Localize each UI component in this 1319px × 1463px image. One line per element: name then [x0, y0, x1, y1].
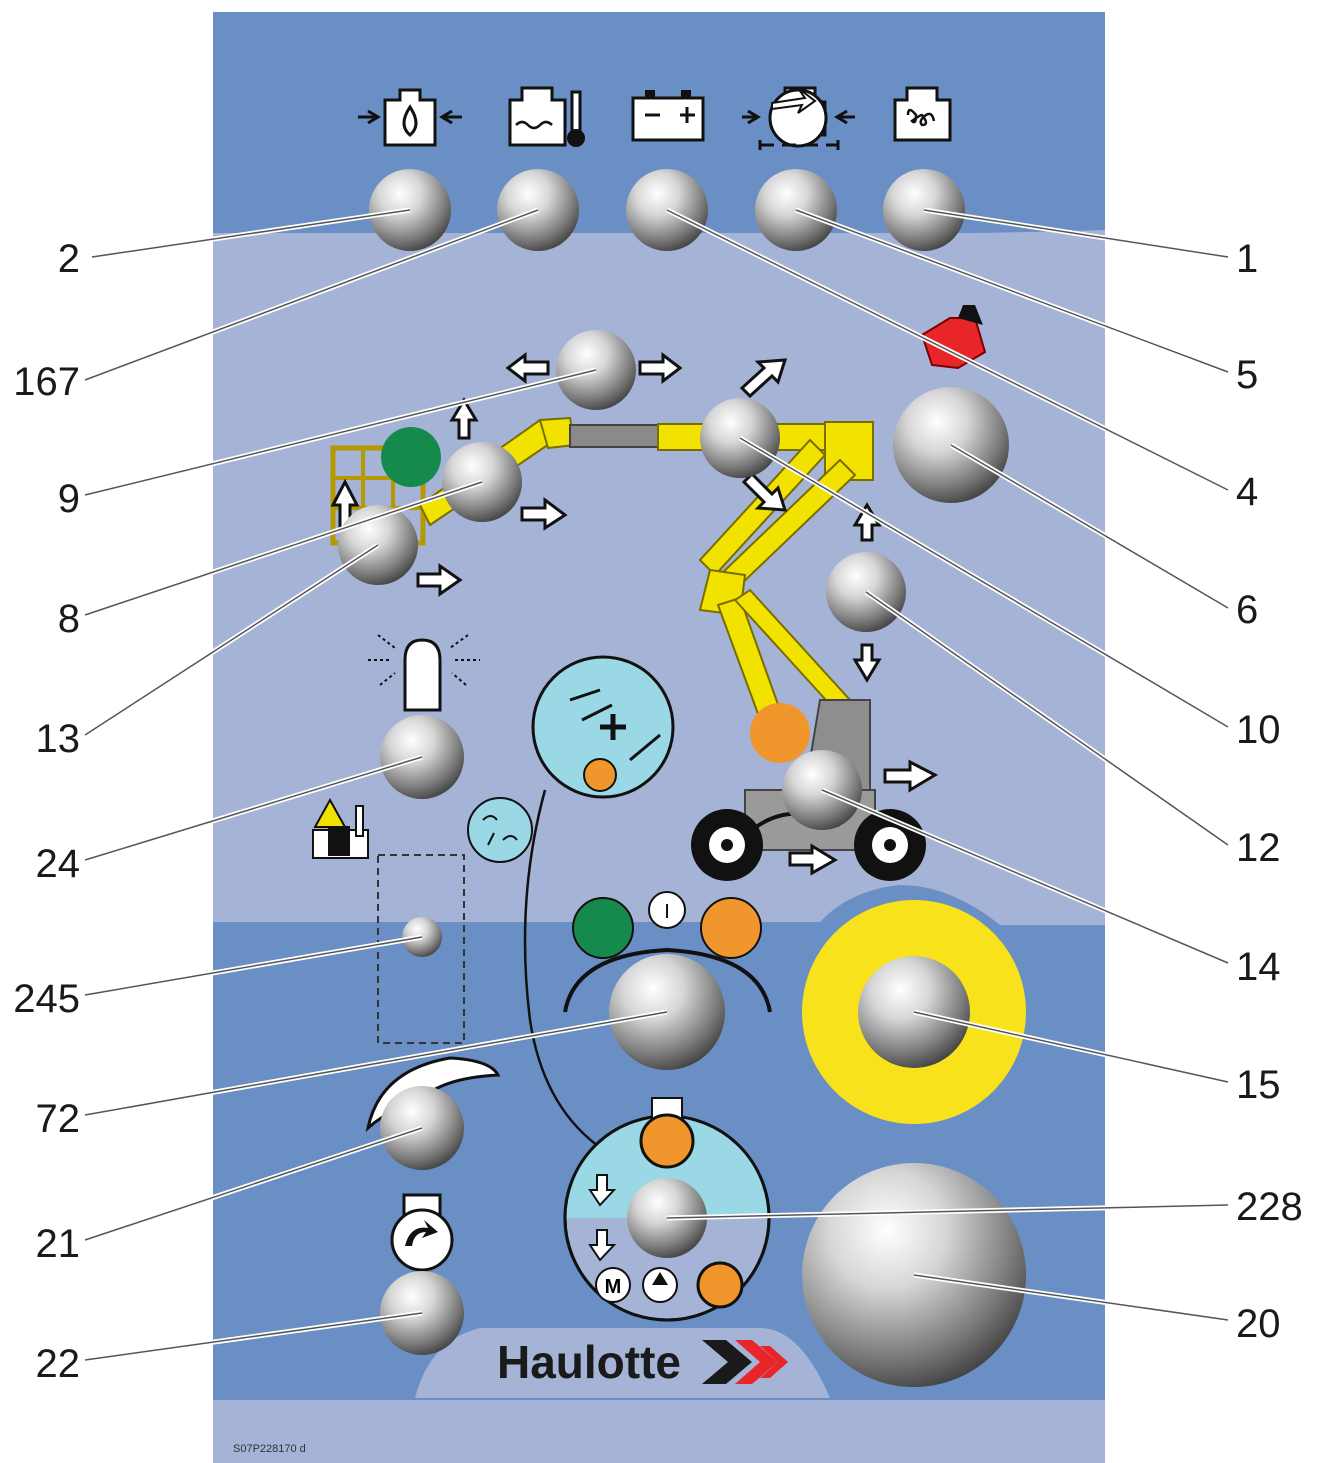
callout-245: 245 — [13, 977, 80, 1021]
small-cyan-badge-icon — [467, 797, 533, 863]
unlock-icon — [639, 1113, 695, 1169]
selector-orange-lamp — [700, 897, 762, 959]
engine-start-icon — [390, 1193, 454, 1272]
air-filter-icon — [742, 86, 855, 150]
callout-228: 228 — [1236, 1185, 1303, 1229]
callout-20: 20 — [1236, 1302, 1281, 1346]
callout-14: 14 — [1236, 945, 1281, 989]
selector-72: I — [563, 891, 772, 1013]
selector-center-label: I — [664, 901, 670, 923]
status-lamp-green — [381, 427, 441, 487]
fuel-can-icon — [920, 305, 987, 370]
callout-15: 15 — [1236, 1063, 1281, 1107]
brand-name: Haulotte — [497, 1336, 681, 1388]
down-arrow-icon — [588, 1229, 617, 1262]
callout-lines-inner — [84, 209, 1229, 1361]
callout-9: 9 — [58, 477, 80, 521]
warning-icon — [312, 797, 369, 859]
selector-green-lamp — [572, 897, 634, 959]
selector-center-lamp — [648, 891, 686, 929]
callout-167: 167 — [13, 360, 80, 404]
battery-icon — [631, 90, 705, 142]
dashed-zone — [377, 854, 465, 1044]
callout-8: 8 — [58, 597, 80, 641]
haulotte-logo: Haulotte — [497, 1336, 788, 1388]
callout-24: 24 — [36, 842, 81, 886]
callout-1: 1 — [1236, 237, 1258, 281]
mode-m-icon — [595, 1267, 631, 1303]
rotating-beacon-icon — [368, 634, 480, 712]
unlock-icon-small — [696, 1261, 744, 1309]
callout-6: 6 — [1236, 588, 1258, 632]
callout-13: 13 — [36, 717, 81, 761]
callout-2: 2 — [58, 237, 80, 281]
glow-plug-icon — [893, 86, 952, 142]
up-arrow-icon — [588, 1174, 617, 1207]
callout-10: 10 — [1236, 708, 1281, 752]
callout-72: 72 — [36, 1097, 81, 1141]
callout-4: 4 — [1236, 470, 1258, 514]
instruction-badge — [523, 655, 675, 1162]
callout-5: 5 — [1236, 353, 1258, 397]
part-code: S07P228170 d — [233, 1443, 306, 1455]
callout-21: 21 — [36, 1222, 81, 1266]
movement-arrows — [330, 351, 939, 876]
callout-22: 22 — [36, 1342, 81, 1386]
coolant-temperature-icon — [508, 86, 585, 147]
mode-m-label: M — [605, 1276, 622, 1298]
callout-12: 12 — [1236, 826, 1281, 870]
oil-pressure-icon — [358, 88, 462, 147]
